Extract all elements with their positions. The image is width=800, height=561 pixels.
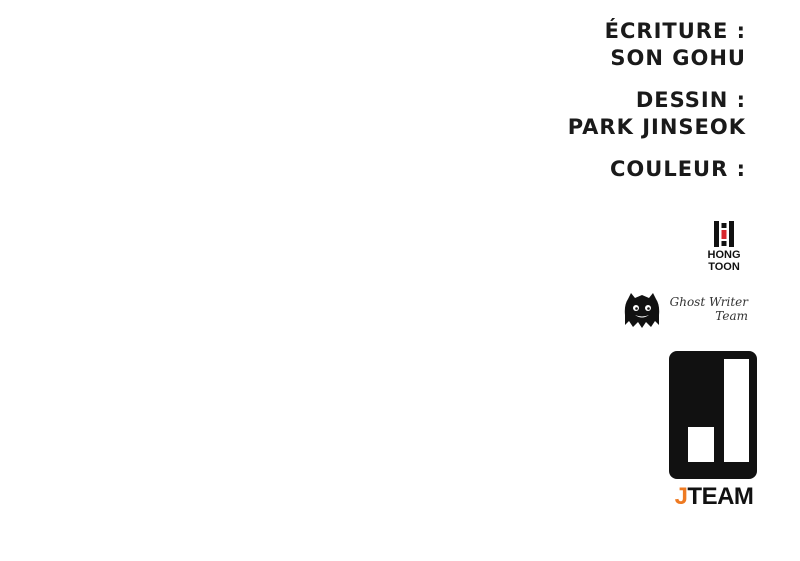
- hongtoon-logo-icon: [714, 221, 734, 247]
- hongtoon-wordmark: HONG TOON: [704, 249, 744, 273]
- color-label: COULEUR :: [610, 157, 746, 181]
- ghost-writer-wordmark: Ghost Writer Team: [670, 295, 748, 323]
- drawing-credit: DESSIN : PARK JINSEOK: [568, 87, 746, 141]
- writing-value: SON GOHU: [610, 46, 746, 70]
- ghost-writer-line-1: Ghost Writer: [669, 295, 748, 309]
- jteam-suffix: TEAM: [687, 483, 754, 510]
- color-credit: COULEUR :: [568, 156, 746, 183]
- j-letter-logo-icon: [669, 351, 757, 479]
- jteam-prefix: J: [674, 483, 688, 510]
- credits-block: ÉCRITURE : SON GOHU DESSIN : PARK JINSEO…: [568, 18, 746, 198]
- ghost-writer-team-logo: Ghost Writer Team: [622, 291, 748, 329]
- drawing-value: PARK JINSEOK: [567, 115, 746, 139]
- writing-credit: ÉCRITURE : SON GOHU: [568, 18, 746, 72]
- jteam-wordmark: JTEAM: [668, 484, 760, 510]
- hongtoon-logo: HONG TOON: [704, 221, 744, 273]
- jteam-logo: JTEAM: [668, 350, 760, 510]
- hongtoon-line-2: TOON: [708, 261, 740, 273]
- ghost-writer-line-2: Team: [715, 309, 748, 323]
- writing-label: ÉCRITURE :: [604, 19, 746, 43]
- hongtoon-line-1: HONG: [707, 249, 741, 261]
- ghost-mascot-icon: [624, 293, 660, 328]
- drawing-label: DESSIN :: [635, 88, 746, 112]
